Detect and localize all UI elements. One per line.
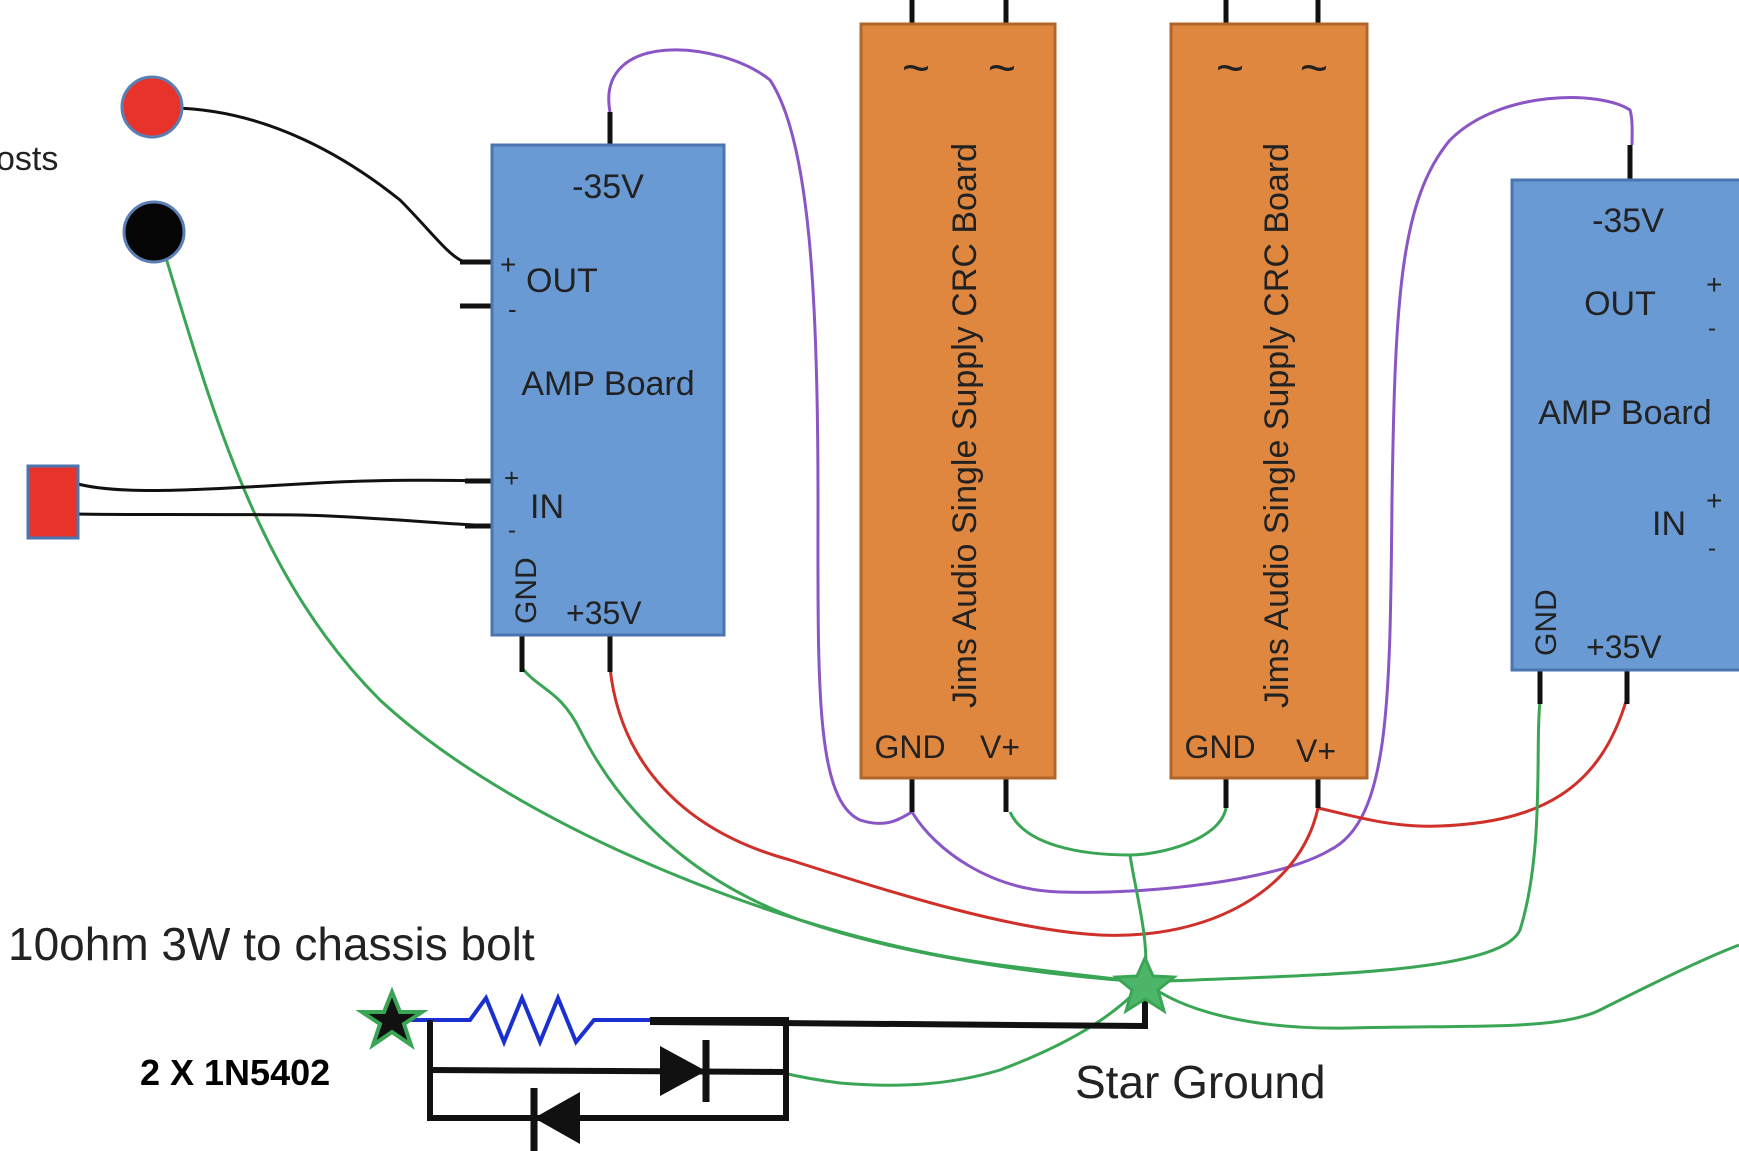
- amp-left-gnd: GND: [510, 557, 543, 624]
- amp-right-out-plus: +: [1706, 269, 1722, 300]
- psu-right-ac-1: ~: [1216, 42, 1244, 95]
- psu-board-right: ~ ~ Jims Audio Single Supply CRC Board G…: [1169, 0, 1369, 808]
- amp-left-out-plus: +: [500, 249, 516, 280]
- psu-left-vplus: V+: [980, 729, 1020, 765]
- amp-board-left: -35V + OUT - AMP Board + IN - GND +35V: [460, 112, 726, 672]
- green-wire-psu-left-gnd: [1008, 807, 1228, 857]
- amp-left-out-minus: -: [508, 294, 517, 324]
- wires: [77, 48, 1739, 1087]
- psu-left-gnd: GND: [874, 729, 945, 765]
- amp-left-body: [490, 143, 726, 637]
- psu-left-title: Jims Audio Single Supply CRC Board: [946, 143, 984, 708]
- amp-right-in-plus: +: [1706, 485, 1722, 516]
- amp-right-title: AMP Board: [1538, 394, 1711, 432]
- amp-right-out-label: OUT: [1584, 285, 1656, 323]
- chassis-bolt-star-icon: [355, 986, 429, 1051]
- red-wire-left: [608, 667, 1320, 937]
- black-wire-input-minus: [77, 512, 498, 528]
- black-wire-input-plus: [77, 478, 498, 492]
- amp-right-out-minus: -: [1708, 315, 1716, 342]
- diode-reverse: [534, 1092, 580, 1144]
- psu-left-ac-1: ~: [902, 42, 930, 95]
- resistor-caption: 10ohm 3W to chassis bolt: [8, 918, 535, 970]
- psu-right-gnd: GND: [1184, 729, 1255, 765]
- psu-left-ac-2: ~: [988, 42, 1016, 95]
- amp-right-in-minus: -: [1708, 535, 1716, 562]
- black-binding-post: [122, 200, 186, 264]
- amp-right-gnd: GND: [1530, 589, 1563, 656]
- green-wire-right-exit: [1144, 943, 1739, 1030]
- amp-right-neg-rail: -35V: [1592, 202, 1664, 240]
- red-binding-post: [120, 75, 184, 139]
- green-wire-amp-left-gnd: [520, 667, 1146, 984]
- purple-wire-left: [607, 48, 1634, 894]
- amp-left-pos-rail: +35V: [566, 595, 642, 631]
- amp-right-pos-rail: +35V: [1586, 629, 1662, 665]
- psu-right-title: Jims Audio Single Supply CRC Board: [1258, 143, 1296, 708]
- amp-left-in-minus: -: [508, 517, 516, 544]
- psu-board-left: ~ ~ Jims Audio Single Supply CRC Board G…: [859, 0, 1057, 812]
- star-ground-icon: [1112, 954, 1178, 1015]
- amp-left-in-plus: +: [504, 463, 519, 493]
- amp-board-right: -35V OUT + - AMP Board IN + - GND +35V: [1510, 145, 1739, 704]
- amp-right-body: [1510, 178, 1739, 672]
- amp-left-title: AMP Board: [521, 365, 694, 403]
- red-wire-right: [1317, 697, 1629, 828]
- psu-left-body: [859, 22, 1057, 780]
- diode-frame: [649, 990, 1148, 1030]
- amp-right-in-label: IN: [1652, 505, 1686, 543]
- amp-left-out-label: OUT: [526, 262, 598, 300]
- input-connector: [26, 464, 80, 540]
- green-wire-amp-right-gnd: [1144, 701, 1542, 984]
- green-wire-post: [164, 257, 1146, 984]
- diode-forward: [660, 1046, 706, 1096]
- amp-left-neg-rail: -35V: [572, 168, 644, 206]
- diode-caption: 2 X 1N5402: [140, 1052, 330, 1093]
- psu-right-body: [1169, 22, 1369, 780]
- black-wire-speaker-plus: [173, 106, 492, 264]
- psu-right-vplus: V+: [1296, 733, 1336, 769]
- chassis-ground-network: [355, 986, 1148, 1151]
- amp-left-in-label: IN: [530, 488, 564, 526]
- resistor-10ohm: [398, 992, 650, 1048]
- star-ground-label: Star Ground: [1075, 1056, 1326, 1108]
- diode-frame-left: [427, 1017, 789, 1121]
- posts-label: osts: [0, 140, 58, 178]
- psu-right-ac-2: ~: [1300, 42, 1328, 95]
- green-wire-diode-link: [769, 981, 1147, 1087]
